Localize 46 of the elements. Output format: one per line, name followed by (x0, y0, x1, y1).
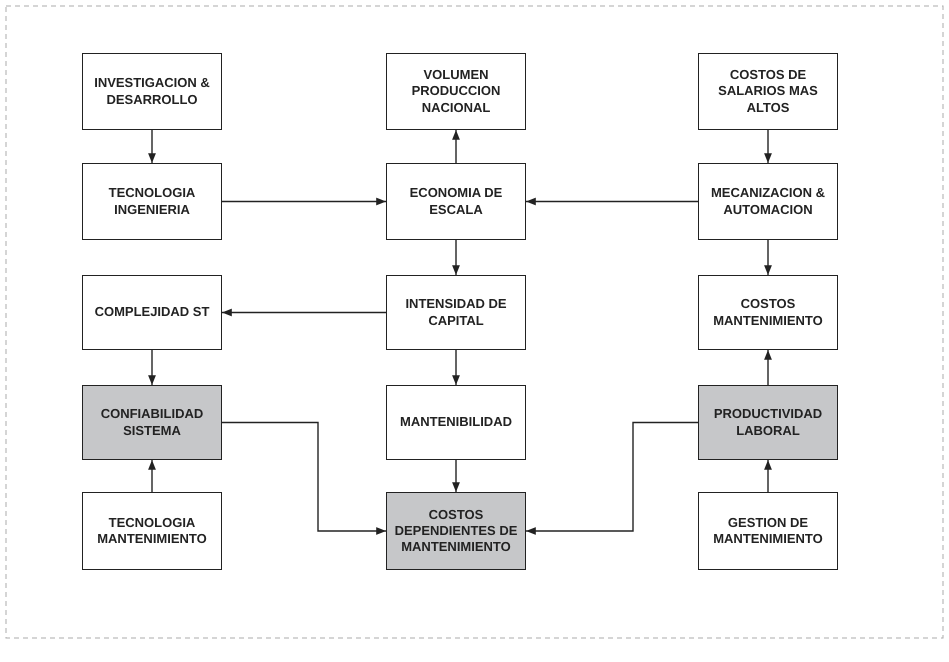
arrow (148, 350, 156, 385)
process-box (386, 385, 526, 460)
process-box (82, 385, 222, 460)
arrow (452, 240, 460, 275)
arrow (148, 130, 156, 163)
process-box (386, 275, 526, 350)
box-label: COSTOS DEPENDIENTES DE MANTENIMIENTO (394, 506, 518, 556)
arrow (764, 240, 772, 275)
process-box (698, 53, 838, 130)
arrow (222, 198, 386, 206)
box-label: GESTION DE MANTENIMIENTO (712, 514, 824, 548)
process-box (386, 163, 526, 240)
arrow (764, 460, 772, 492)
arrow (452, 460, 460, 492)
arrow (526, 198, 698, 206)
process-box (82, 492, 222, 570)
arrow (764, 130, 772, 163)
process-box (698, 385, 838, 460)
box-label: TECNOLOGIA MANTENIMIENTO (96, 514, 208, 548)
box-label: TECNOLOGIA INGENIERIA (108, 185, 196, 218)
box-label: VOLUMEN PRODUCCION NACIONAL (410, 67, 502, 116)
process-box (82, 163, 222, 240)
arrow (222, 422, 386, 535)
box-label: PRODUCTIVIDAD LABORAL (712, 406, 824, 439)
box-label: MANTENIBILIDAD (399, 414, 513, 431)
box-label: ECONOMIA DE ESCALA (408, 185, 504, 218)
process-box (82, 275, 222, 350)
box-label: CONFIABILIDAD SISTEMA (100, 406, 204, 439)
box-label: COMPLEJIDAD ST (94, 304, 210, 321)
arrow (222, 308, 386, 316)
arrow (452, 130, 460, 163)
arrow (764, 350, 772, 385)
box-label: COSTOS MANTENIMIENTO (712, 296, 824, 329)
arrow (526, 422, 698, 535)
process-box (698, 163, 838, 240)
arrow (452, 350, 460, 385)
box-label: MECANIZACION & AUTOMACION (710, 185, 826, 218)
process-box (698, 275, 838, 350)
process-box (386, 53, 526, 130)
box-label: INTENSIDAD DE CAPITAL (404, 296, 508, 329)
box-label: INVESTIGACION & DESARROLLO (93, 75, 211, 108)
box-label: COSTOS DE SALARIOS MAS ALTOS (717, 67, 819, 116)
process-box (82, 53, 222, 130)
process-box (386, 492, 526, 570)
process-box (698, 492, 838, 570)
arrow (148, 460, 156, 492)
